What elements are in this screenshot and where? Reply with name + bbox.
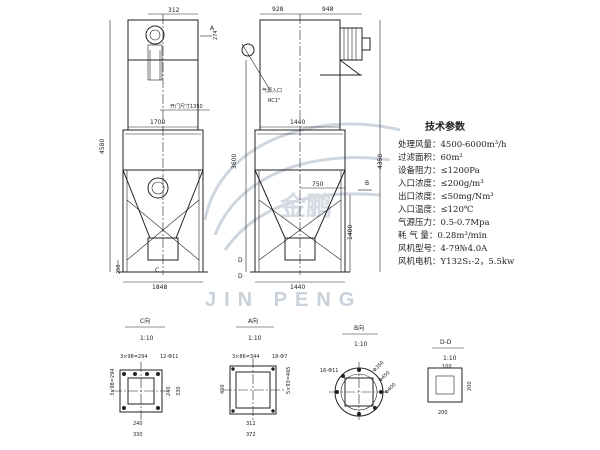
dim-height-right: 4350 [377, 154, 384, 169]
side-motor-shaft [361, 37, 371, 51]
detail-b-hole [373, 406, 377, 410]
spec-item: 处理风量：4500-6000m³/h [398, 139, 507, 150]
front-fan-duct [147, 44, 163, 81]
front-fan-inlet [145, 25, 165, 45]
dim-top-right: 948 [322, 6, 334, 13]
detail-c-dim: 3×98=294 [110, 369, 116, 396]
section-mark-b-top: B [365, 180, 369, 187]
detail-c-hole [122, 372, 126, 376]
detail-b: B向 1:10 16-Φ11 Φ350 Φ450 Φ400 [320, 324, 398, 422]
detail-b-scale: 1:10 [354, 341, 368, 348]
detail-a-dim: 372 [246, 432, 256, 438]
watermark-swoosh-3 [223, 192, 381, 251]
detail-b-dim: Φ450 [378, 370, 392, 384]
detail-c-hole [122, 406, 126, 410]
spec-item: 风机电机：Y132S₁-2，5.5kw [398, 256, 515, 267]
dim-bottom-width-side: 1440 [290, 284, 305, 291]
detail-c-hole [145, 372, 149, 376]
detail-a: A向 1:10 3×86=344 18-Φ7 400 5×93=465 312 … [220, 317, 292, 438]
detail-b-dim: Φ400 [384, 382, 398, 396]
dim-door: 开门尺寸1350 [170, 103, 203, 110]
detail-a-title: A向 [248, 317, 258, 325]
detail-c-hole [156, 372, 160, 376]
detail-c-hole [156, 406, 160, 410]
front-inlet-ring [147, 177, 169, 199]
detail-a-hole [231, 409, 235, 413]
detail-c-dim: 12-Φ11 [160, 354, 178, 360]
side-view: 气源入口 RC1" 928 948 3600 4350 1440 750 140… [231, 6, 384, 291]
detail-a-hole [271, 367, 275, 371]
side-fan-motor [339, 27, 363, 61]
detail-a-dim: 400 [220, 384, 226, 394]
dim-top-width: 312 [168, 7, 180, 14]
detail-b-dim: 16-Φ11 [320, 368, 338, 374]
front-inlet-ring-inner [151, 181, 165, 195]
watermark-swoosh [203, 122, 401, 221]
watermark-text: JIN PENG [205, 289, 362, 311]
spec-item: 气源压力：0.5-0.7Mpa [398, 217, 490, 228]
spec-title: 技术参数 [425, 120, 466, 133]
dim-base: 250 [116, 264, 122, 274]
spec-block: 技术参数 处理风量：4500-6000m³/h 过滤面积：60m² 设备阻力：≤… [398, 120, 515, 267]
dim-width: 1440 [290, 119, 305, 126]
detail-c-dim: 3×98=294 [120, 354, 147, 360]
detail-a-dim: 312 [246, 421, 256, 427]
detail-d-title: D-D [440, 339, 452, 346]
spec-item: 设备阻力：≤1200Pa [398, 165, 480, 176]
spec-item: 耗 气 量：0.28m³/min [398, 230, 487, 241]
dim-offset: 750 [312, 181, 324, 188]
dim-274: 274 [213, 30, 219, 40]
detail-c-dim: 330 [133, 432, 143, 438]
section-mark-d-left: D [238, 257, 243, 264]
detail-a-scale: 1:10 [248, 335, 262, 342]
section-mark-a: A [210, 25, 215, 32]
detail-a-hole [271, 409, 275, 413]
detail-b-hole [341, 374, 345, 378]
detail-d-inner [435, 375, 455, 395]
detail-c-dim: 240 [166, 386, 172, 396]
detail-b-dim: Φ350 [372, 360, 386, 374]
front-view: 312 4580 1700 开门尺寸1350 250 1848 A 274 C [99, 7, 219, 291]
inlet-thread: RC1" [268, 98, 280, 104]
detail-d-dim: 200 [438, 410, 448, 416]
spec-item: 风机型号：4-79№4.0A [398, 243, 488, 254]
detail-c-dim: 330 [176, 386, 182, 396]
spec-item: 过滤面积：60m² [398, 152, 463, 163]
detail-c: C向 1:10 3×98=294 12-Φ11 3×98=294 240 330… [110, 317, 182, 438]
dim-hopper: 1400 [347, 225, 354, 240]
detail-d-outer [427, 367, 463, 403]
detail-c-title: C向 [140, 317, 150, 325]
spec-item: 入口温度：≤120℃ [398, 204, 473, 215]
side-leader-line [241, 43, 271, 91]
detail-c-hole [133, 372, 137, 376]
detail-c-scale: 1:10 [140, 335, 154, 342]
spec-item: 出口浓度：≤50mg/Nm³ [398, 191, 494, 202]
side-valve [241, 43, 255, 57]
side-support [339, 59, 361, 76]
detail-d-dim: 100 [442, 364, 452, 370]
detail-c-dim: 240 [133, 421, 143, 427]
detail-a-dim: 5×93=465 [286, 367, 292, 394]
detail-a-dim: 18-Φ7 [272, 354, 287, 360]
inlet-label: 气源入口 [262, 87, 282, 94]
detail-d: D-D 1:10 100 200 200 [427, 339, 473, 416]
watermark-logo-text: 金鹏 [279, 191, 332, 222]
dim-bottom-width: 1848 [152, 284, 167, 291]
dim-inner-width: 1700 [150, 119, 165, 126]
section-mark-c-bottom: C [155, 267, 159, 274]
dim-height-left: 3600 [231, 154, 238, 169]
front-fan-inlet-inner [149, 29, 161, 41]
section-mark-d-right: D [238, 273, 243, 280]
detail-d-dim: 200 [467, 381, 473, 391]
dim-height: 4580 [99, 139, 106, 154]
detail-d-scale: 1:10 [443, 355, 457, 362]
detail-a-hole [231, 367, 235, 371]
watermark: JIN PENG 金鹏 [203, 122, 401, 311]
detail-b-title: B向 [354, 324, 364, 332]
spec-item: 入口浓度：≤200g/m³ [398, 178, 484, 189]
detail-a-dim: 3×86=344 [232, 354, 259, 360]
dim-top-left: 928 [272, 6, 284, 13]
